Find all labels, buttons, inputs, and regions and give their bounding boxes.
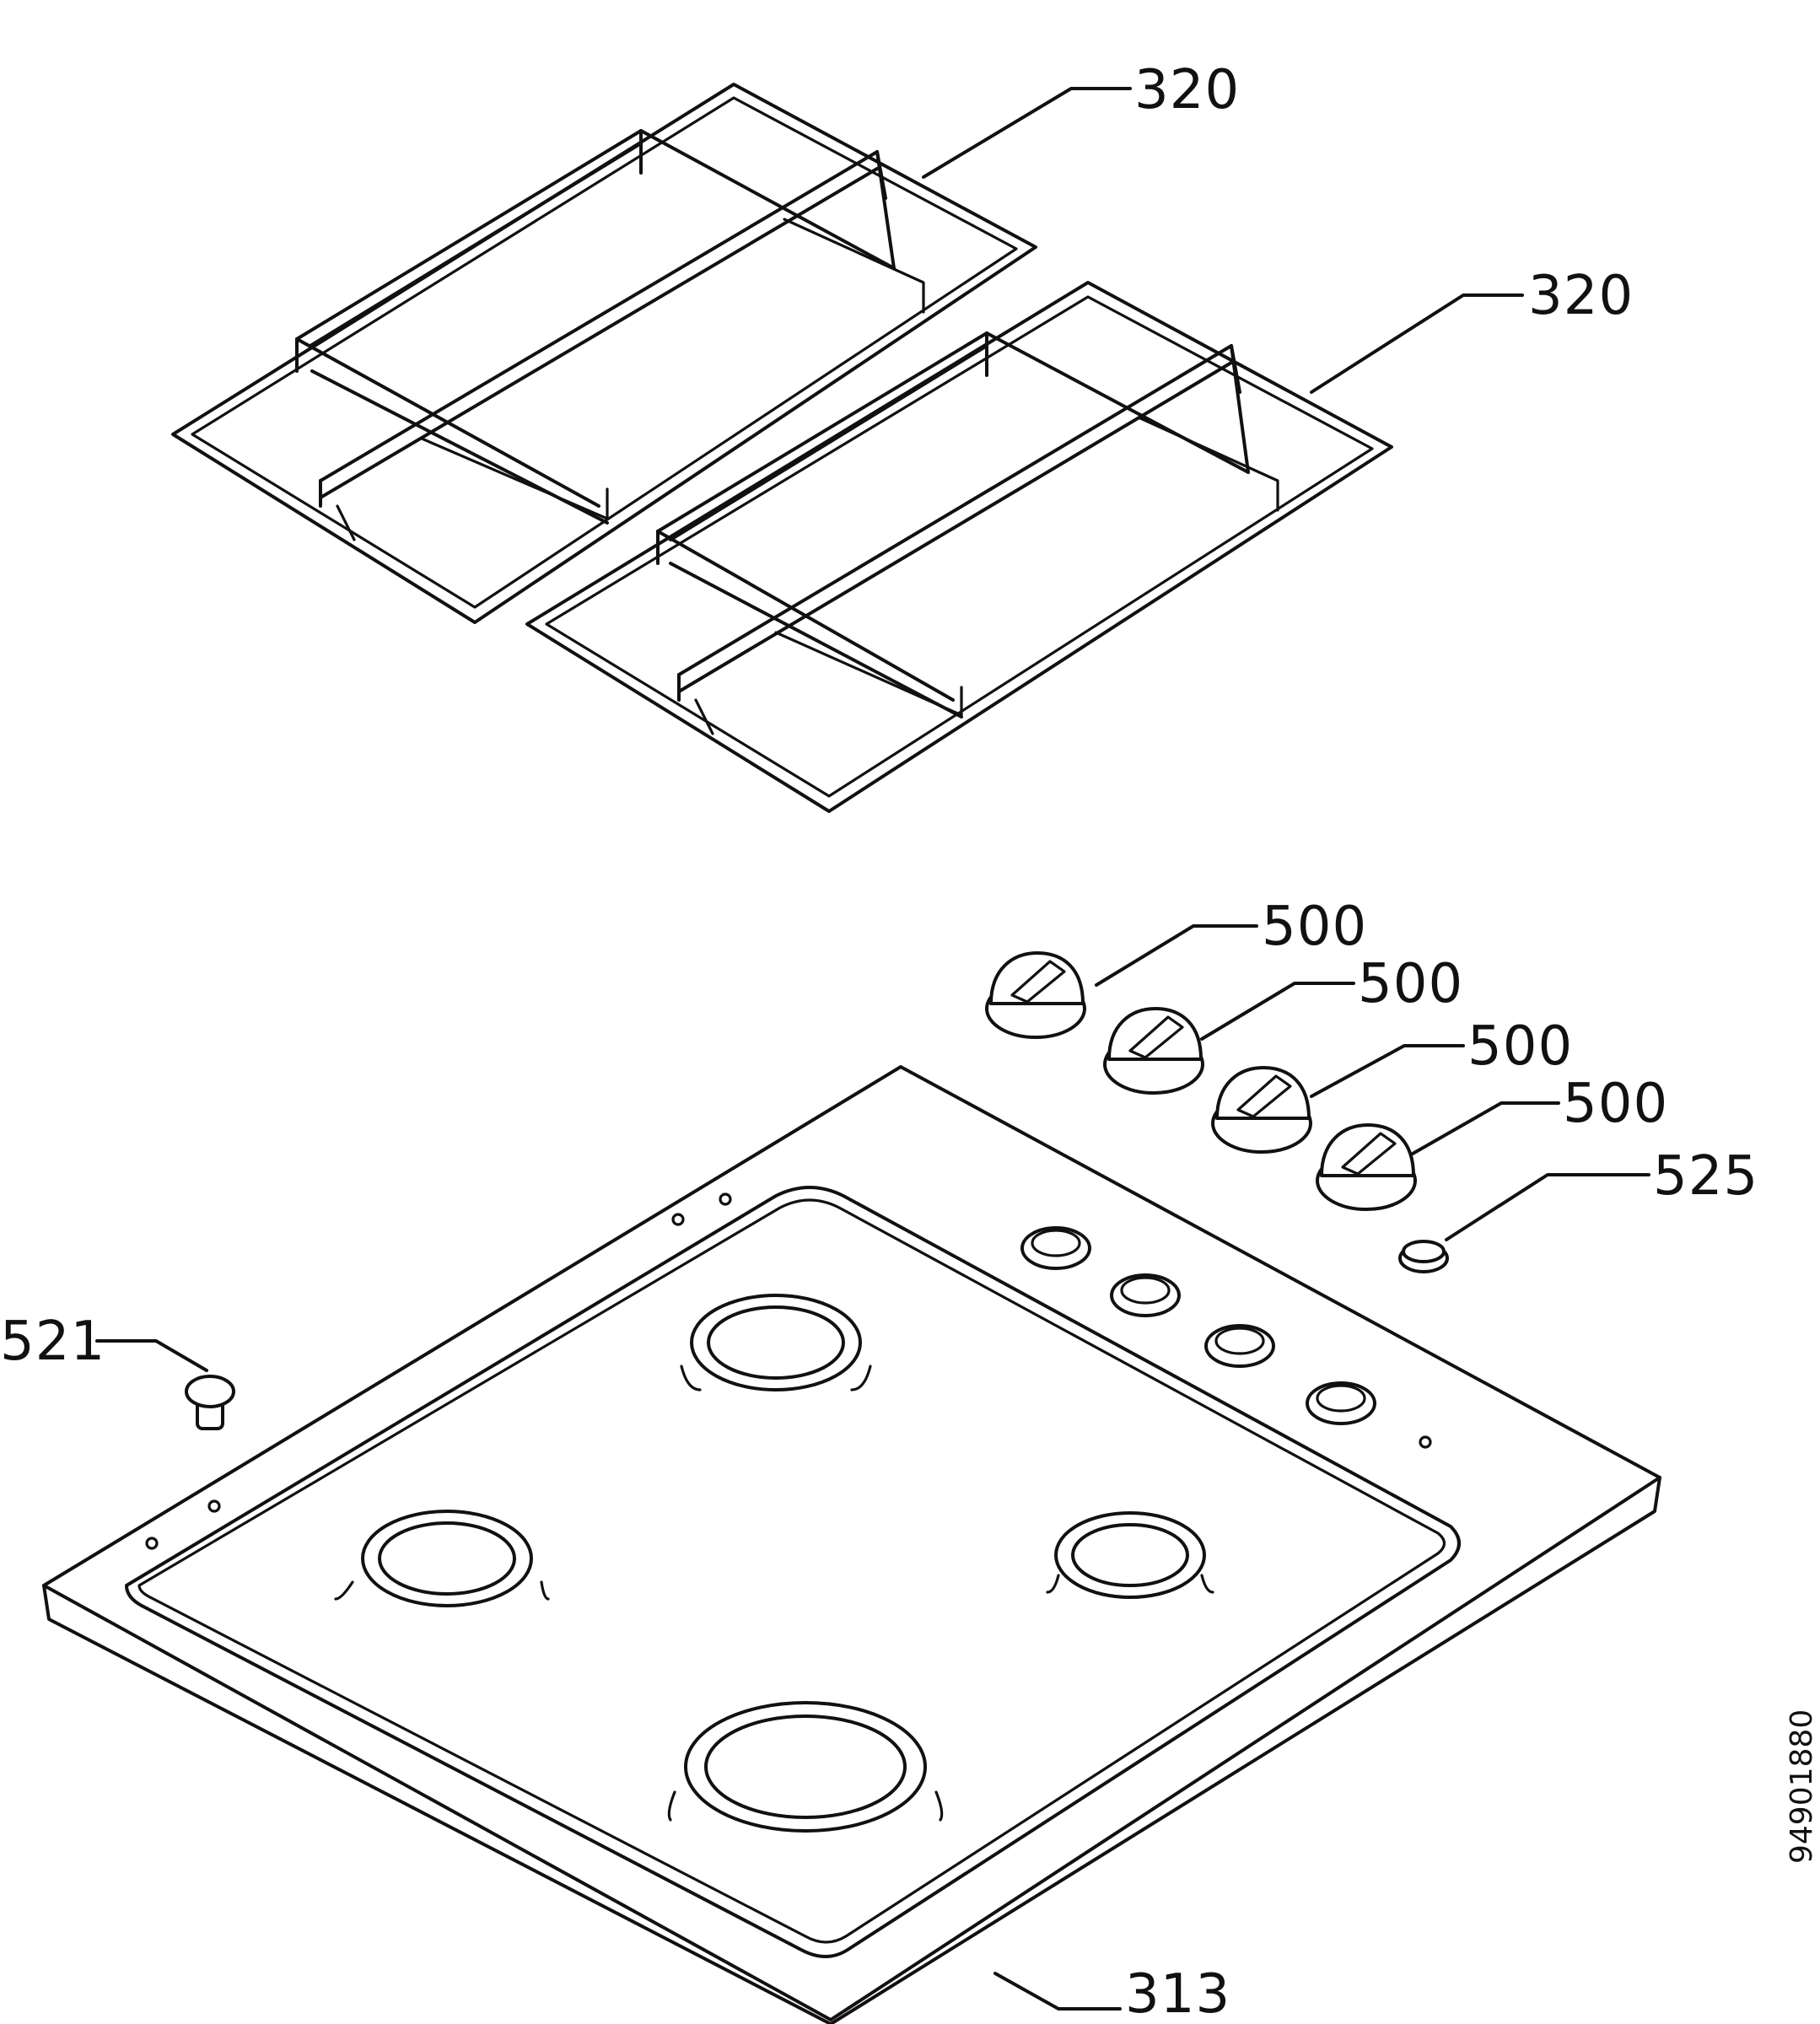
label-knob-4: 500 [1563,1073,1668,1135]
screw-holes [145,1192,1432,1550]
burner-top [680,1294,872,1392]
screw [185,1375,235,1430]
ignition-button [1398,1240,1449,1273]
hob-top-plate [42,1065,1661,2024]
pan-support-grid-right [525,281,1393,813]
pan-support-grid-left [171,83,1037,624]
knob-hole-4 [1306,1381,1376,1425]
knob-hole-2 [1110,1273,1181,1317]
label-grid-right: 320 [1528,265,1634,327]
control-knob-3 [1211,1066,1312,1154]
control-knob-2 [1103,1007,1204,1095]
burner-left [334,1510,550,1607]
knob-hole-3 [1204,1324,1275,1368]
leader-lines [95,87,1650,2011]
label-ignition-button: 525 [1653,1145,1758,1208]
label-grid-left: 320 [1134,59,1240,121]
label-knob-2: 500 [1358,953,1463,1015]
document-number: 94901880 [1785,1709,1819,1864]
burner-right [1046,1511,1214,1599]
burner-bottom [667,1701,944,1833]
control-knob-4 [1316,1123,1417,1211]
label-screw: 521 [0,1311,105,1373]
label-hob-top: 313 [1125,1963,1230,2024]
label-knob-1: 500 [1262,896,1367,958]
label-knob-3: 500 [1467,1015,1573,1078]
control-knob-1 [985,951,1086,1039]
knob-hole-1 [1020,1226,1091,1270]
